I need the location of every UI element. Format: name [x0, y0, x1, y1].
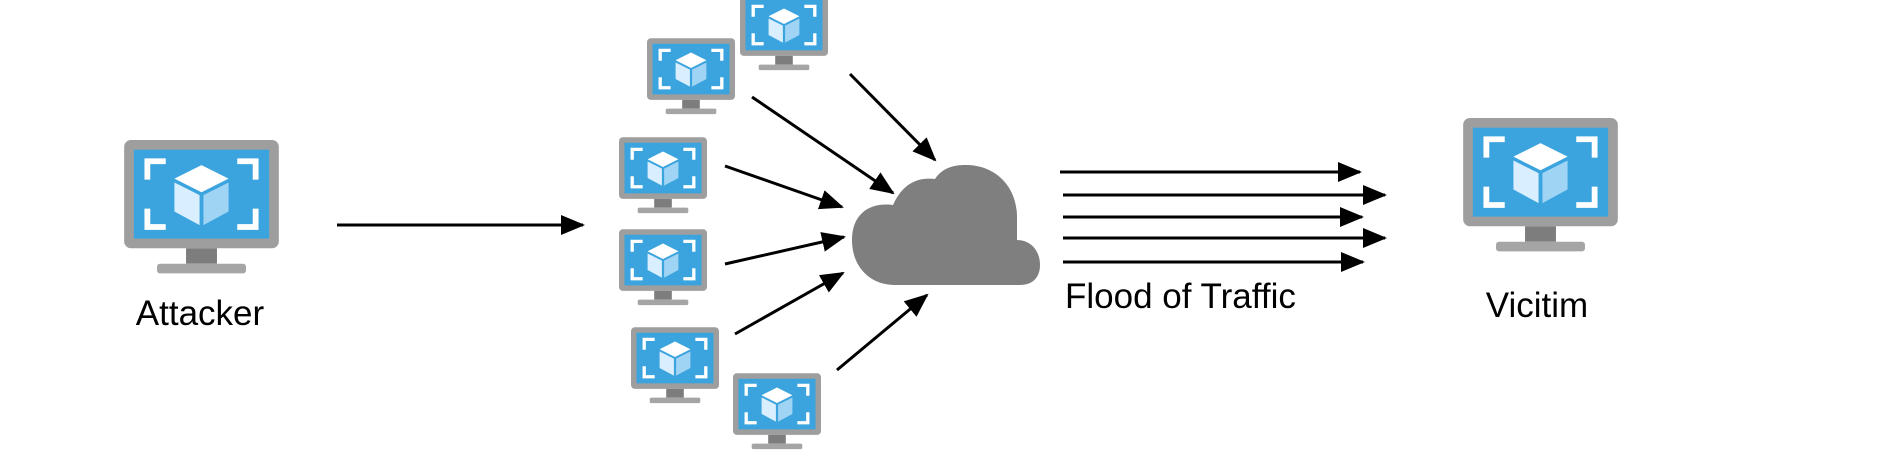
botnet-arrow [836, 293, 929, 372]
flood-of-traffic-label: Flood of Traffic [1065, 277, 1296, 316]
traffic-arrows [1060, 162, 1387, 272]
attacker-node: Attacker [124, 140, 279, 333]
virtual-machine-icon [631, 327, 719, 405]
cloud-icon [852, 165, 1040, 285]
botnet-group [619, 0, 828, 451]
virtual-machine-icon [733, 373, 821, 451]
virtual-machine-icon [124, 140, 279, 273]
virtual-machine-icon [619, 137, 707, 215]
virtual-machine-icon [619, 229, 707, 307]
victim-label: Vicitim [1486, 286, 1588, 325]
victim-node: Vicitim [1463, 118, 1618, 325]
virtual-machine-icon [647, 38, 735, 116]
virtual-machine-icon [740, 0, 828, 72]
attacker-label: Attacker [136, 294, 265, 333]
botnet-arrow [724, 164, 844, 210]
virtual-machine-icon [1463, 118, 1618, 251]
botnet-arrow [734, 271, 845, 336]
botnet-arrow [751, 95, 895, 195]
botnet-arrow [724, 232, 846, 266]
botnet-arrow [848, 72, 937, 162]
botnet-arrows [724, 72, 937, 372]
